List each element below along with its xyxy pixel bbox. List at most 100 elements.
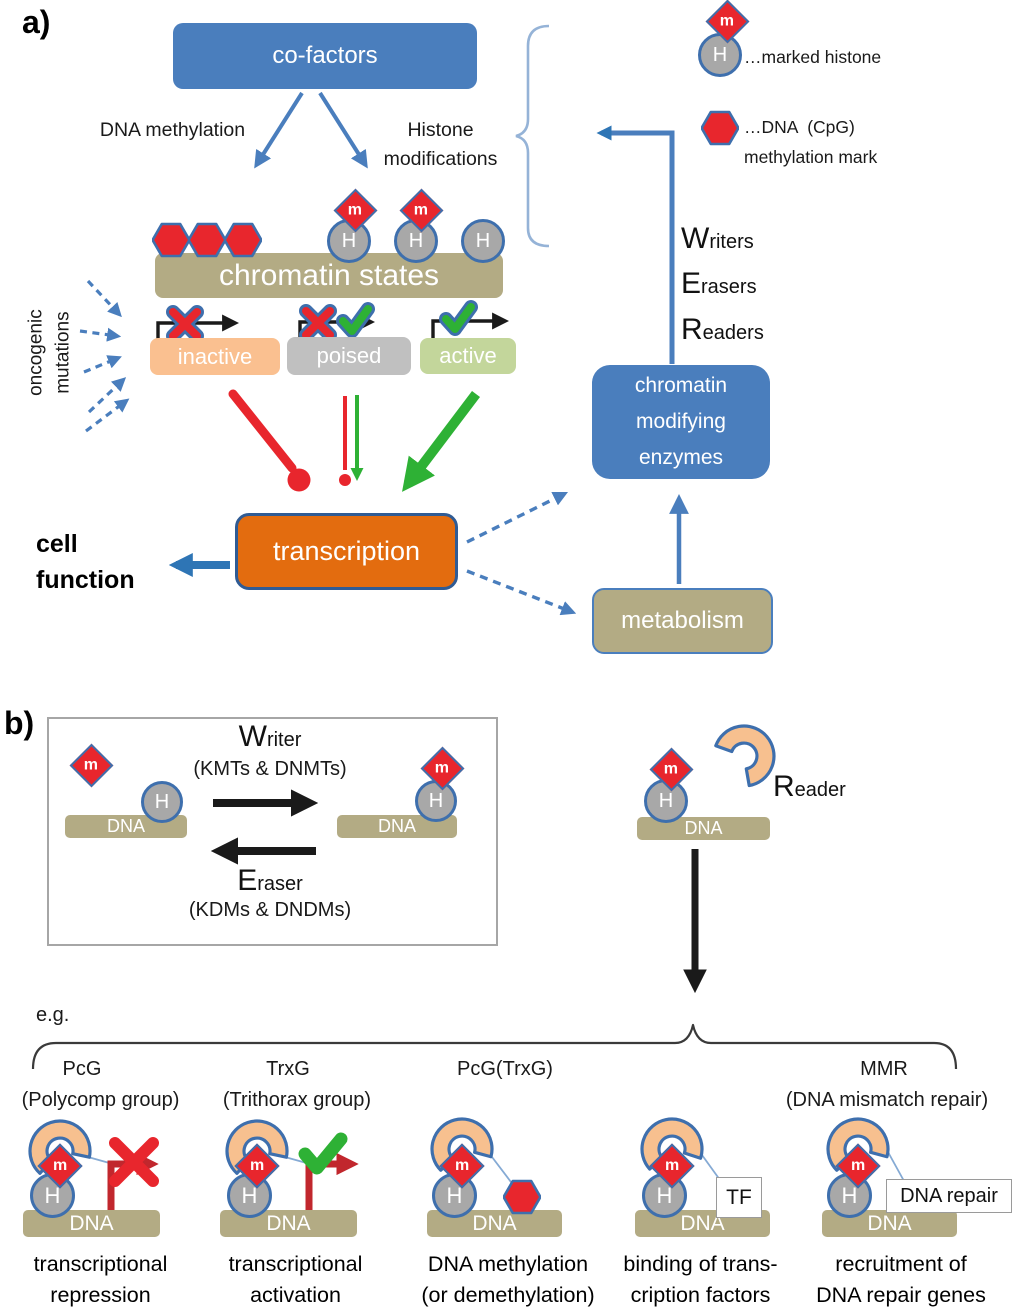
example2-methyl-letter: m (249, 1156, 265, 1174)
panel-b-label: b) (4, 705, 35, 741)
inhibition-arrow-inactive (228, 389, 311, 492)
cpg-hexagon-2 (188, 222, 226, 258)
eraser-enzymes-label: (KDMs & DNDMs) (188, 899, 352, 921)
legend-histone: H (698, 33, 742, 77)
oncogenic-mutation-arrows (79, 279, 130, 433)
reader-methyl-letter: m (664, 760, 679, 778)
readers-rest: eaders (702, 322, 764, 344)
cpg-hexagon-1 (152, 222, 190, 258)
writer-initial: W (238, 720, 267, 753)
state-box-active: active (420, 338, 516, 374)
enzymes-line-2: modifying (636, 410, 726, 434)
mutation-arrow-5 (85, 398, 130, 433)
activated-promoter-arrow (305, 1152, 359, 1211)
example3-cpg-hexagon (503, 1179, 541, 1215)
writers-rest: riters (709, 231, 754, 253)
writers-label: Writers (681, 224, 754, 254)
writer-eraser-frame (47, 717, 498, 946)
x-mark-poised (299, 304, 337, 342)
x-mark-inactive (166, 305, 204, 343)
mutation-arrow-4 (87, 377, 127, 414)
example4-caption-line2: cription factors (630, 1283, 771, 1308)
example1-caption-line2: repression (50, 1283, 151, 1308)
readers-label: Readers (681, 315, 764, 345)
example5-caption-line2: DNA repair genes (816, 1283, 986, 1308)
cofactors-arrow-histone-modifications (318, 91, 368, 169)
example2-dna-bar: DNA (220, 1210, 357, 1237)
methyl-mark-letter: m (348, 201, 363, 219)
oncogenic-mutations-label: oncogenic mutations (25, 309, 73, 396)
group-pcg-full: (Polycomp group) (21, 1089, 180, 1111)
erasers-label: Erasers (681, 269, 757, 299)
histone-unmarked: H (141, 781, 183, 823)
check-mark-active (439, 300, 478, 336)
state-box-inactive: inactive (150, 338, 280, 375)
writers-initial: W (681, 222, 710, 255)
group-mmr-abbr: MMR (860, 1058, 908, 1080)
example4-methyl-letter: m (664, 1156, 680, 1174)
example3-caption-line1: DNA methylation (427, 1252, 589, 1276)
reader-label: Reader (773, 772, 846, 802)
enzymes-feedback-arrow (596, 125, 675, 364)
example2-caption-line2: activation (250, 1283, 341, 1308)
cpg-hexagon-3 (224, 222, 262, 258)
legend-methyl-letter: m (720, 12, 735, 30)
erasers-initial: E (681, 267, 702, 300)
dna-repair-box: DNA repair (886, 1179, 1012, 1213)
example5-methyl-letter: m (850, 1156, 866, 1174)
eraser-initial: E (237, 864, 258, 897)
eraser-rest: raser (257, 873, 303, 895)
repressed-promoter-arrow (107, 1152, 159, 1211)
check-mark-activation (298, 1132, 348, 1175)
writer-label: Writer (190, 722, 350, 752)
attached-methyl-letter: m (435, 759, 450, 777)
histone-3: H (461, 219, 505, 263)
example2-caption: transcriptional activation (213, 1249, 378, 1311)
dna-bar-reader: DNA (637, 817, 770, 840)
mutation-arrow-3 (83, 355, 122, 374)
transcription-to-metabolism-arrow (466, 569, 577, 616)
example5-caption: recruitment of DNA repair genes (806, 1249, 996, 1311)
activation-arrow-active (402, 390, 480, 492)
eg-label: e.g. (36, 1004, 70, 1026)
state-box-poised: poised (287, 337, 411, 375)
enzymes-line-3: enzymes (638, 445, 724, 469)
tf-box: TF (716, 1177, 762, 1218)
writer-enzymes-label: (KMTs & DNMTs) (193, 758, 347, 780)
histone-modifications-label: Histone modifications (383, 119, 498, 171)
chromatin-states-bar: chromatin states (155, 253, 503, 298)
legend-marked-histone-label: …marked histone (744, 47, 882, 67)
inhibition-arrow-poised (339, 396, 351, 486)
chromatin-modifying-enzymes-box: chromatin modifying enzymes (592, 365, 770, 479)
group-pcgtrxg-abbr: PcG(TrxG) (457, 1058, 553, 1080)
histone-marked: H (415, 780, 457, 822)
check-mark-poised (336, 302, 375, 338)
x-mark-repression (109, 1137, 159, 1187)
example3-caption-line2: (or demethylation) (421, 1283, 595, 1308)
writer-rest: riter (266, 729, 302, 751)
dna-methylation-label: DNA methylation (99, 119, 246, 141)
group-trxg-full: (Trithorax group) (222, 1089, 372, 1111)
panel-a-label: a) (22, 4, 51, 40)
legend-cpg-line-1: …DNA (CpG) (744, 117, 855, 137)
reader-initial: R (773, 770, 795, 803)
example5-caption-line1: recruitment of (835, 1252, 967, 1276)
legend-cpg-line-2: methylation mark (744, 147, 878, 167)
enzymes-line-1: chromatin (634, 374, 728, 398)
cofactors-arrow-dna-methylation (254, 91, 304, 169)
transcription-to-enzymes-arrow (466, 491, 569, 544)
example4-caption: binding of trans- cription factors (608, 1249, 793, 1311)
mutation-arrow-2 (79, 327, 122, 342)
cell-function-label: cell function (36, 530, 135, 595)
example1-methyl-letter: m (52, 1156, 68, 1174)
chromatin-marks-brace (515, 24, 550, 248)
transcription-box: transcription (235, 513, 458, 590)
dna-bar-right: DNA (337, 815, 457, 838)
cofactors-box: co-factors (173, 23, 477, 89)
erasers-rest: rasers (701, 276, 757, 298)
group-pcg-abbr: PcG (62, 1058, 102, 1080)
example2-caption-line1: transcriptional (228, 1252, 363, 1276)
example3-caption: DNA methylation (or demethylation) (408, 1249, 608, 1311)
example4-caption-line1: binding of trans- (623, 1252, 778, 1276)
